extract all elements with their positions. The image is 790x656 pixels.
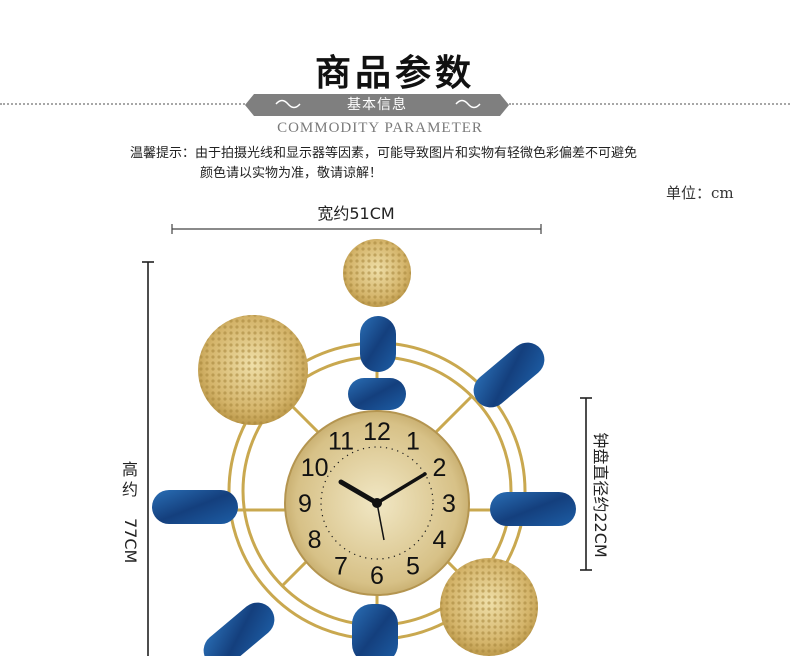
clock-numeral: 12 bbox=[363, 418, 391, 446]
divider-right bbox=[509, 103, 790, 105]
clock-numeral: 6 bbox=[370, 562, 384, 590]
subtitle-english: COMMODITY PARAMETER bbox=[277, 120, 483, 136]
notice-line-2: 颜色请以实物为准，敬请谅解！ bbox=[200, 166, 383, 181]
clock-numeral: 1 bbox=[406, 428, 420, 456]
height-label-value: 77CM bbox=[121, 518, 140, 564]
notice-line-1: 温馨提示：由于拍摄光线和显示器等因素，可能导致图片和实物有轻微色彩偏差不可避免 bbox=[130, 146, 638, 161]
height-dimension-line bbox=[142, 261, 154, 656]
clock-numeral: 2 bbox=[432, 454, 446, 482]
clock-hands bbox=[338, 472, 427, 541]
banner-label: 基本信息 bbox=[347, 97, 407, 113]
clock-numeral: 10 bbox=[301, 454, 329, 482]
width-label: 宽约51CM bbox=[317, 204, 395, 223]
clock-numeral: 9 bbox=[298, 490, 312, 518]
blue-pill-upper-center bbox=[348, 378, 406, 410]
divider-left bbox=[0, 103, 245, 105]
clock-numeral: 4 bbox=[432, 526, 446, 554]
gold-disc-left bbox=[198, 315, 308, 425]
blue-pill-left bbox=[152, 490, 238, 524]
blue-pill-right bbox=[490, 492, 576, 526]
blue-pill-bottom bbox=[352, 604, 398, 656]
section-banner bbox=[245, 94, 509, 116]
height-label: 高 约 77CM bbox=[118, 460, 142, 564]
blue-pill-upper-right bbox=[473, 342, 545, 408]
clock-numeral: 7 bbox=[334, 552, 348, 580]
dial-dimension-line bbox=[580, 397, 592, 571]
clock-numeral: 8 bbox=[308, 526, 322, 554]
clock-numeral: 5 bbox=[406, 552, 420, 580]
ornament-left-icon bbox=[275, 99, 301, 109]
ornament-right-icon bbox=[455, 99, 481, 109]
gold-disc-bottom-right bbox=[440, 558, 538, 656]
gold-disc-top bbox=[343, 239, 411, 307]
clock-numeral: 3 bbox=[442, 490, 456, 518]
width-dimension-line bbox=[171, 224, 542, 234]
unit-label: 单位：cm bbox=[666, 184, 734, 202]
height-label-char-2: 约 bbox=[121, 480, 138, 499]
clock-numeral: 11 bbox=[328, 428, 354, 456]
blue-pill-top bbox=[360, 316, 396, 372]
height-label-char-1: 高 bbox=[121, 460, 138, 479]
blue-pill-lower-left bbox=[203, 602, 275, 656]
dial-diameter-label: 钟盘直径约22CM bbox=[591, 432, 610, 558]
page-title: 商品参数 bbox=[314, 52, 475, 94]
